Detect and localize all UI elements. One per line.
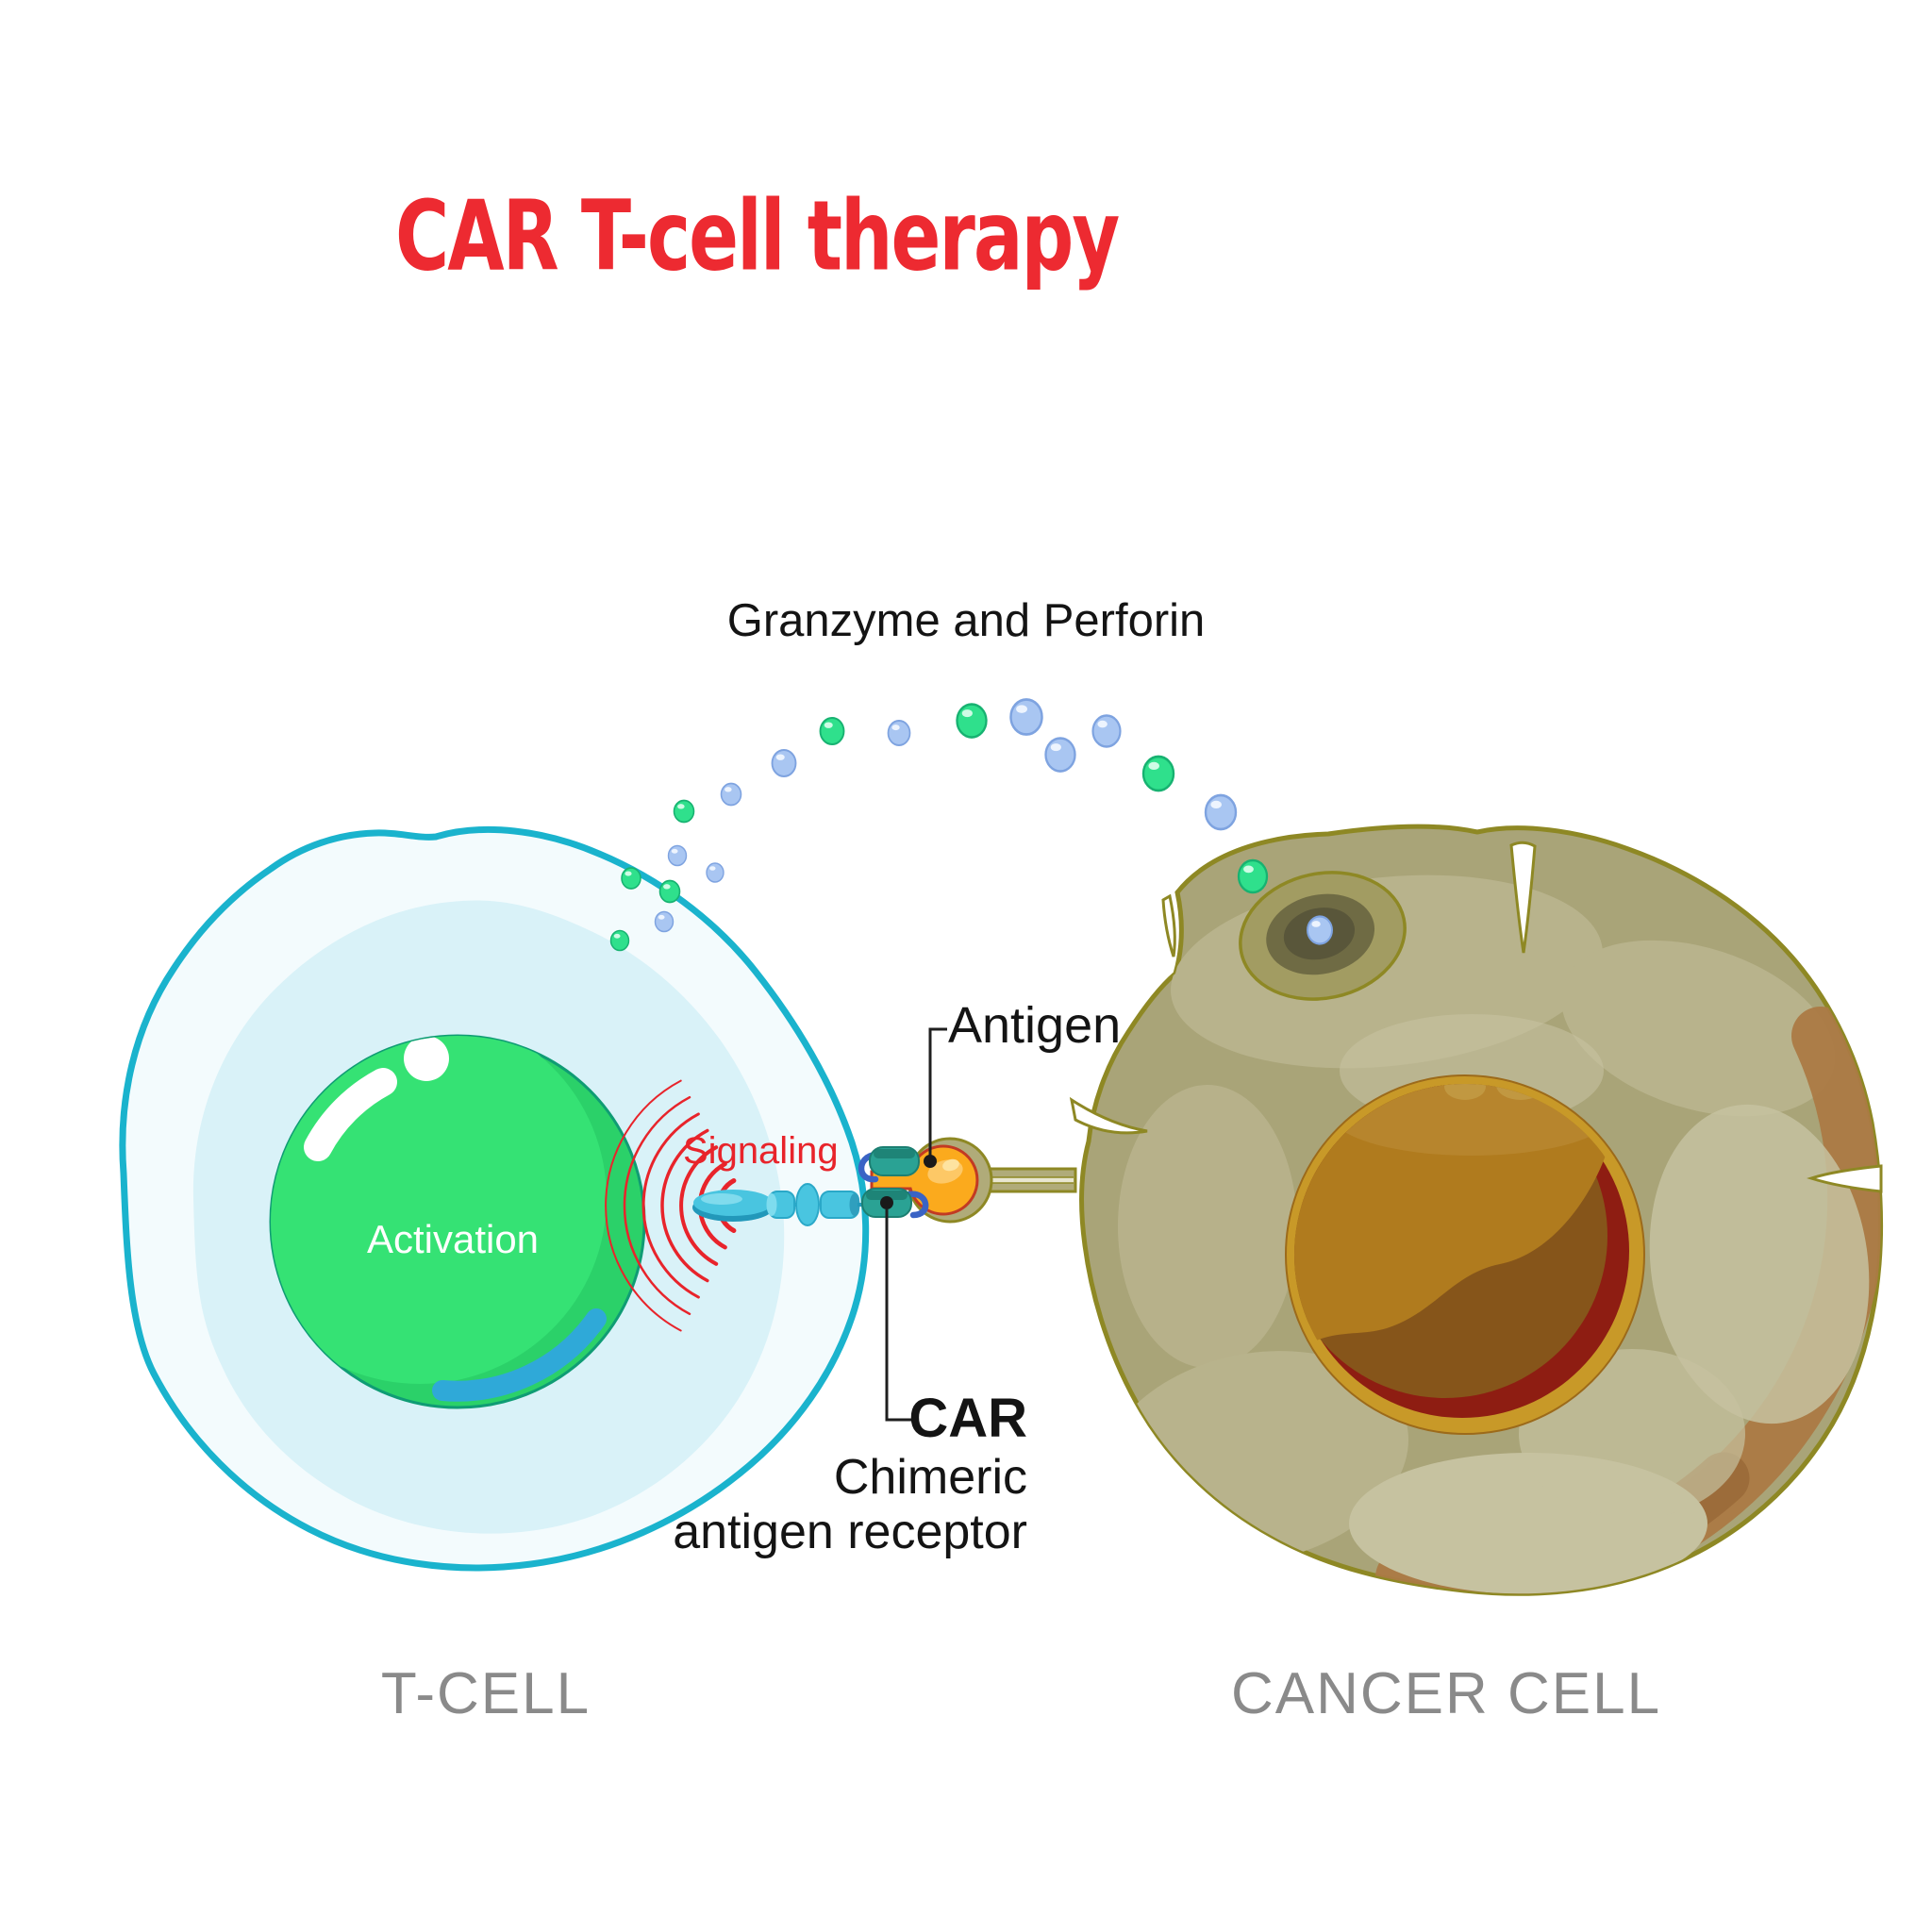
signaling-label: Signaling xyxy=(683,1130,839,1172)
t-cell-nucleus xyxy=(269,1034,646,1409)
membrane-cleft-top xyxy=(1509,841,1537,954)
perforin-sphere-icon xyxy=(1204,793,1238,831)
perforin-sphere-icon xyxy=(667,844,688,867)
granzyme-sphere-icon xyxy=(658,879,681,904)
antigen-leader-line xyxy=(928,1027,947,1158)
car-full-name-line1: Chimeric xyxy=(833,1449,1027,1505)
t-cell xyxy=(119,825,870,1572)
cancer-cell-nucleus xyxy=(1285,1074,1645,1435)
t-cell-label: T-CELL xyxy=(380,1661,591,1726)
granzyme-perforin-label: Granzyme and Perforin xyxy=(726,595,1206,646)
nucleus-blue-crescent xyxy=(432,1308,607,1402)
granzyme-sphere-icon xyxy=(609,929,630,952)
callout-lines xyxy=(880,1027,947,1422)
car-anchor-dot xyxy=(880,1196,893,1209)
car-leader-line xyxy=(885,1209,917,1422)
cancer-cell-label: CANCER CELL xyxy=(1230,1661,1662,1726)
perforin-sphere-icon xyxy=(654,910,675,933)
nucleus-highlight xyxy=(304,1068,397,1161)
perforin-sphere-icon xyxy=(1091,714,1122,748)
cancer-cell xyxy=(1069,826,1890,1594)
car-abbreviation: CAR xyxy=(908,1388,1027,1449)
car-receptor-label: CAR Chimeric antigen receptor xyxy=(673,1388,1027,1560)
perforin-sphere-icon xyxy=(1009,698,1043,736)
signaling-domain-chain xyxy=(692,1183,865,1226)
page-title: CAR T-cell therapy xyxy=(395,181,1120,293)
perforin-sphere-icon xyxy=(771,748,797,778)
granzyme-sphere-icon xyxy=(1237,858,1269,894)
antigen-anchor-dot xyxy=(924,1155,937,1168)
perforin-sphere-icon xyxy=(887,720,911,746)
granzyme-sphere-icon xyxy=(956,703,988,739)
signaling-waves-icon xyxy=(605,1079,737,1332)
granzyme-sphere-icon xyxy=(1141,755,1175,792)
membrane-cleft-right xyxy=(1807,1164,1883,1193)
membrane-cleft-left-top xyxy=(1161,893,1176,958)
antigen-label: Antigen xyxy=(948,997,1122,1054)
granzyme-sphere-icon xyxy=(621,867,641,890)
activation-label: Activation xyxy=(366,1217,540,1261)
membrane-fold-near-receptor xyxy=(1069,1096,1148,1135)
nucleus-highlight-dot xyxy=(404,1036,449,1081)
perforin-sphere-icon xyxy=(706,862,724,883)
perforin-sphere-icon xyxy=(720,782,742,807)
car-full-name-line2: antigen receptor xyxy=(673,1505,1027,1560)
perforin-sphere-icon xyxy=(1044,737,1076,773)
granzyme-sphere-icon xyxy=(673,799,695,824)
perforin-sphere-icon xyxy=(1306,915,1334,945)
granzyme-sphere-icon xyxy=(819,716,845,746)
